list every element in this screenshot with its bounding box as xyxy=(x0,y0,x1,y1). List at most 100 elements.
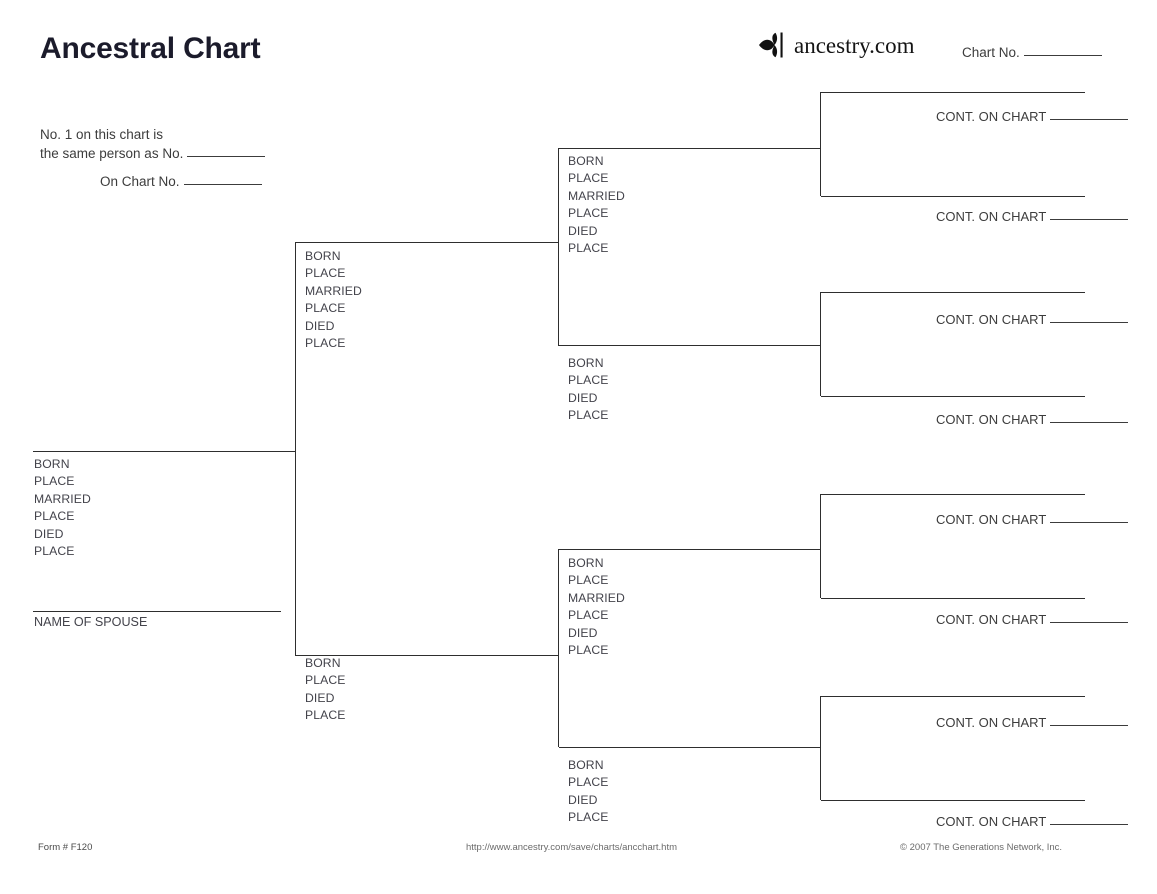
gen2-father-field-place3: PLACE xyxy=(305,336,346,351)
gen2-mother-field-place2: PLACE xyxy=(305,708,346,723)
gen4-person-7-line[interactable] xyxy=(821,696,1085,697)
gen3-paternal-spine xyxy=(558,148,559,346)
gen4-person-6-line[interactable] xyxy=(821,598,1085,599)
gen3-mgf-field-place2: PLACE xyxy=(568,608,609,623)
gen3-pgm-field-born: BORN xyxy=(568,356,604,370)
gen3-pgm-field-place2: PLACE xyxy=(568,408,609,423)
person1-field-born: BORN xyxy=(34,457,70,471)
gen3-mgf-field-died: DIED xyxy=(568,625,598,640)
gen3-pgf-field-married: MARRIED xyxy=(568,188,625,203)
on-chart-no-row[interactable]: On Chart No. xyxy=(100,174,262,189)
gen2-mother-field-place1: PLACE xyxy=(305,673,346,688)
gen3-pgf-field-place1: PLACE xyxy=(568,171,609,186)
gen4-person-2-line[interactable] xyxy=(821,196,1085,197)
note-line-2: the same person as No. xyxy=(40,146,184,161)
gen4-person-7-cont[interactable]: CONT. ON CHART xyxy=(936,715,1129,730)
ancestry-leaf-icon xyxy=(759,32,783,58)
gen2-father-field-died: DIED xyxy=(305,318,335,333)
same-person-number-blank[interactable] xyxy=(187,156,266,157)
gen4-person-1-line[interactable] xyxy=(821,92,1085,93)
chart-number-field[interactable]: Chart No. xyxy=(962,45,1102,60)
gen3-pgm-field-died: DIED xyxy=(568,390,598,405)
gen3-pgf-name-line[interactable] xyxy=(559,148,821,149)
ancestry-brand: ancestry.com xyxy=(757,31,914,59)
spouse-label: NAME OF SPOUSE xyxy=(34,615,148,629)
gen4-person-1-cont[interactable]: CONT. ON CHART xyxy=(936,109,1129,124)
gen4-person-6-blank[interactable] xyxy=(1050,622,1129,623)
gen3-mgm-field-died: DIED xyxy=(568,792,598,807)
gen4-person-8-blank[interactable] xyxy=(1050,824,1129,825)
gen4-person-4-line[interactable] xyxy=(821,396,1085,397)
gen2-mother-fields: BORN PLACE DIED PLACE xyxy=(305,655,345,725)
gen3-mgf-field-married: MARRIED xyxy=(568,590,625,605)
gen2-father-field-married: MARRIED xyxy=(305,283,362,298)
gen4-bracket-1-spine xyxy=(820,92,821,196)
page-title: Ancestral Chart xyxy=(40,32,261,65)
person1-field-married: MARRIED xyxy=(34,491,91,506)
on-chart-no-label: On Chart No. xyxy=(100,174,180,189)
person1-field-died: DIED xyxy=(34,526,64,541)
gen4-person-2-cont[interactable]: CONT. ON CHART xyxy=(936,209,1129,224)
gen4-person-8-line[interactable] xyxy=(821,800,1085,801)
gen3-mgm-name-line[interactable] xyxy=(559,747,821,748)
gen4-person-7-cont-label: CONT. ON CHART xyxy=(936,715,1047,730)
gen4-bracket-3-spine xyxy=(820,494,821,598)
gen2-father-field-place1: PLACE xyxy=(305,266,346,281)
note-line-1: No. 1 on this chart is xyxy=(40,127,164,142)
gen4-person-8-cont[interactable]: CONT. ON CHART xyxy=(936,814,1129,829)
spouse-name-line[interactable] xyxy=(33,611,281,612)
gen4-person-4-cont[interactable]: CONT. ON CHART xyxy=(936,412,1129,427)
gen4-person-6-cont-label: CONT. ON CHART xyxy=(936,612,1047,627)
gen4-person-7-blank[interactable] xyxy=(1050,725,1129,726)
person1-name-line[interactable] xyxy=(33,451,295,452)
note-line-2-row[interactable]: the same person as No. xyxy=(40,144,266,163)
gen3-mgf-name-line[interactable] xyxy=(559,549,821,550)
person1-field-place3: PLACE xyxy=(34,544,75,559)
gen3-pgm-fields: BORN PLACE DIED PLACE xyxy=(568,355,608,425)
gen4-person-4-cont-label: CONT. ON CHART xyxy=(936,412,1047,427)
chart-number-label: Chart No. xyxy=(962,45,1020,60)
gen4-bracket-2-spine xyxy=(820,292,821,396)
same-person-note: No. 1 on this chart is the same person a… xyxy=(40,125,266,163)
gen4-bracket-4-spine xyxy=(820,696,821,800)
gen4-person-5-line[interactable] xyxy=(821,494,1085,495)
gen2-mother-field-died: DIED xyxy=(305,690,335,705)
gen4-person-1-blank[interactable] xyxy=(1050,119,1129,120)
gen4-person-2-cont-label: CONT. ON CHART xyxy=(936,209,1047,224)
gen2-father-name-line[interactable] xyxy=(296,242,558,243)
gen4-person-1-cont-label: CONT. ON CHART xyxy=(936,109,1047,124)
footer-url[interactable]: http://www.ancestry.com/save/charts/ancc… xyxy=(466,842,678,853)
gen3-pgf-field-died: DIED xyxy=(568,223,598,238)
gen3-mgm-field-born: BORN xyxy=(568,758,604,772)
gen2-mother-field-born: BORN xyxy=(305,656,341,670)
gen4-person-5-cont-label: CONT. ON CHART xyxy=(936,512,1047,527)
gen3-mgm-field-place1: PLACE xyxy=(568,775,609,790)
person1-field-place2: PLACE xyxy=(34,509,75,524)
gen2-mother-name-line[interactable] xyxy=(296,655,558,656)
gen4-person-3-line[interactable] xyxy=(821,292,1085,293)
gen4-person-5-cont[interactable]: CONT. ON CHART xyxy=(936,512,1129,527)
footer-form-number: Form # F120 xyxy=(38,842,93,853)
gen3-mgf-field-place1: PLACE xyxy=(568,573,609,588)
gen4-person-8-cont-label: CONT. ON CHART xyxy=(936,814,1047,829)
gen3-maternal-spine xyxy=(558,549,559,747)
chart-number-blank[interactable] xyxy=(1023,55,1102,56)
gen4-person-3-cont[interactable]: CONT. ON CHART xyxy=(936,312,1129,327)
gen3-mgf-field-born: BORN xyxy=(568,556,604,570)
gen4-person-4-blank[interactable] xyxy=(1050,422,1129,423)
gen4-person-2-blank[interactable] xyxy=(1050,219,1129,220)
gen3-pgm-name-line[interactable] xyxy=(559,345,821,346)
on-chart-no-blank[interactable] xyxy=(183,184,262,185)
person1-field-place1: PLACE xyxy=(34,474,75,489)
gen2-father-field-place2: PLACE xyxy=(305,301,346,316)
gen4-person-3-cont-label: CONT. ON CHART xyxy=(936,312,1047,327)
gen4-person-3-blank[interactable] xyxy=(1050,322,1129,323)
footer-copyright: © 2007 The Generations Network, Inc. xyxy=(900,842,1063,853)
gen3-mgm-field-place2: PLACE xyxy=(568,810,609,825)
person1-fields: BORN PLACE MARRIED PLACE DIED PLACE xyxy=(34,456,91,560)
gen4-person-6-cont[interactable]: CONT. ON CHART xyxy=(936,612,1129,627)
gen4-person-5-blank[interactable] xyxy=(1050,522,1129,523)
gen2-father-fields: BORN PLACE MARRIED PLACE DIED PLACE xyxy=(305,248,362,352)
gen3-pgf-field-place3: PLACE xyxy=(568,241,609,256)
